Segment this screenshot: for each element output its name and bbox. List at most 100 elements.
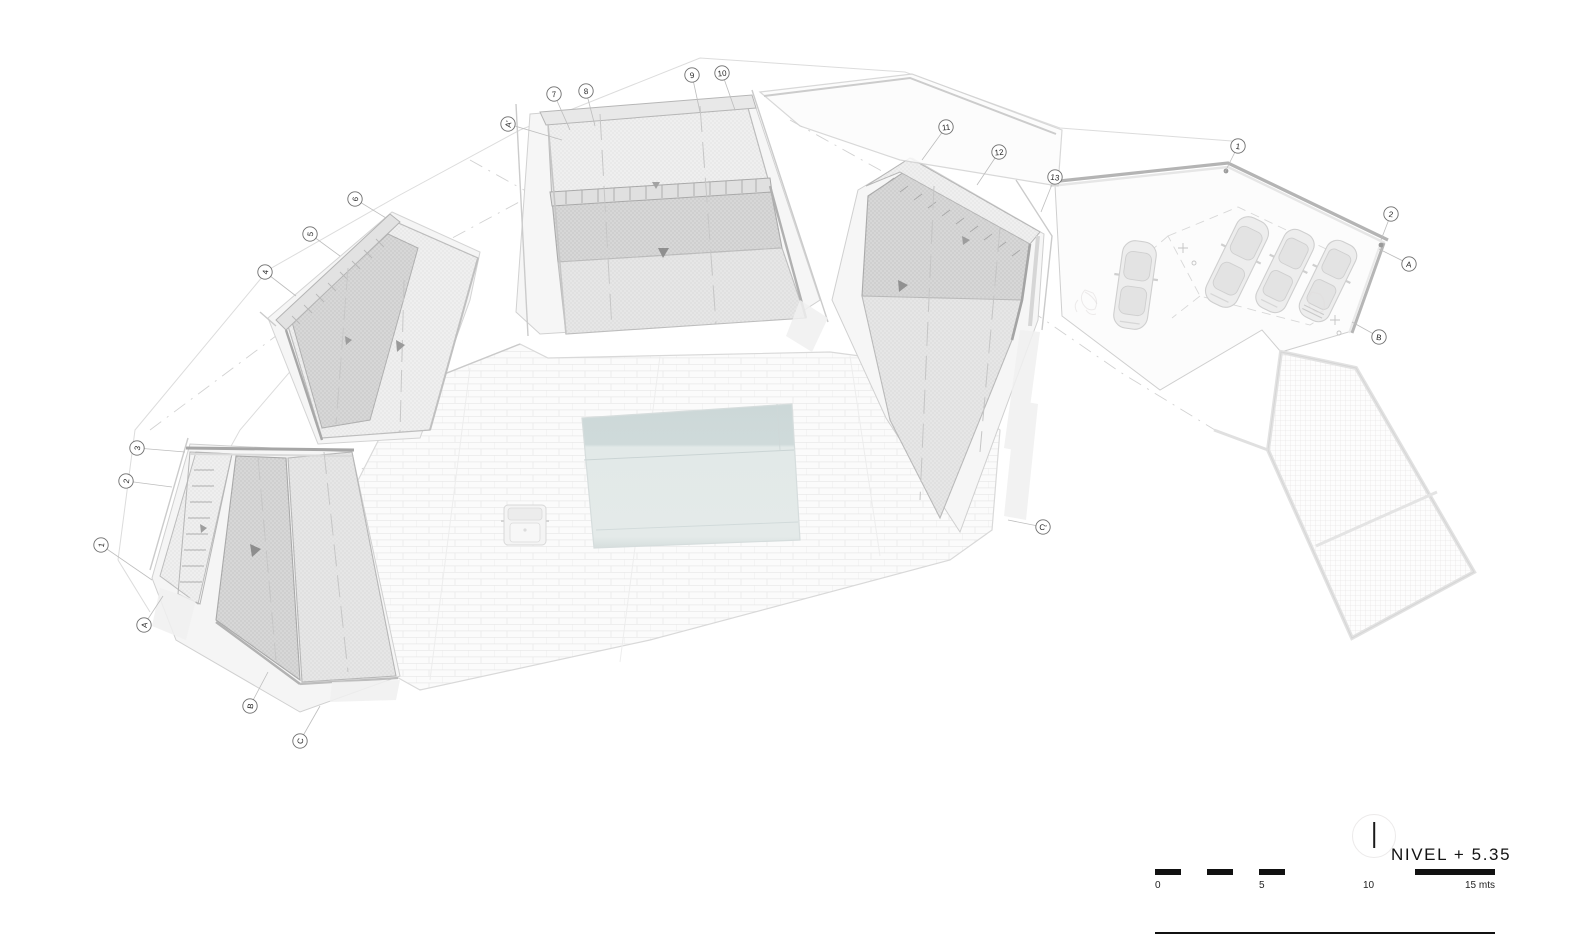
grid-marker-label: A — [140, 621, 150, 628]
grid-marker-label: 13 — [1050, 173, 1061, 183]
grid-marker: C — [292, 705, 321, 749]
scale-segment — [1207, 869, 1233, 875]
roof-nw-wing — [267, 211, 481, 445]
patio-furniture — [501, 504, 549, 546]
grid-marker-label: A — [1406, 260, 1413, 270]
scale-segment — [1259, 869, 1285, 875]
grid-marker-leader — [136, 447, 186, 453]
car — [1113, 240, 1159, 330]
parked-cars — [1074, 216, 1358, 330]
grid-marker: 1 — [93, 537, 153, 581]
roof-sw-wing — [151, 443, 401, 713]
grid-marker-bubble — [1383, 206, 1399, 222]
roof-center-wing — [515, 94, 821, 335]
grid-marker-bubble — [1035, 519, 1051, 535]
grid-marker: 2 — [118, 473, 173, 489]
grid-marker-label: 1 — [97, 542, 107, 548]
grid-marker: C' — [1007, 519, 1051, 535]
grid-marker-bubble — [938, 119, 954, 135]
grid-marker-bubble — [684, 67, 700, 83]
grid-marker-label: B — [246, 703, 256, 710]
roof-overlap-plate — [758, 73, 1063, 187]
grid-marker-label: 7 — [551, 90, 557, 99]
scale-bar-line — [1155, 932, 1495, 935]
parapet-outlines — [149, 89, 1053, 571]
scale-segment — [1415, 869, 1495, 875]
grid-marker: B — [242, 671, 269, 714]
grid-marker-label: 12 — [994, 148, 1004, 158]
grid-marker-label: C — [296, 737, 306, 744]
car — [1298, 239, 1358, 323]
scale-segment — [1155, 869, 1181, 875]
car — [1255, 228, 1315, 314]
grid-marker: 5 — [302, 226, 341, 257]
grid-marker-bubble — [93, 537, 109, 553]
grid-marker-bubble — [1401, 256, 1417, 272]
grid-marker: 13 — [1040, 169, 1063, 213]
grid-marker-bubble — [1371, 329, 1387, 345]
grid-marker-label: 9 — [689, 71, 695, 80]
grid-marker-label: 5 — [306, 231, 316, 237]
grid-marker: 8 — [578, 83, 596, 127]
grid-marker: 12 — [976, 144, 1007, 186]
scale-bar — [1155, 869, 1495, 935]
grid-marker-label: C' — [1039, 523, 1048, 533]
grid-marker-bubble — [257, 264, 273, 280]
grid-marker-label: 2 — [122, 478, 132, 484]
grid-marker-bubble — [136, 617, 152, 633]
grid-marker-bubble — [991, 144, 1007, 160]
grid-marker: 7 — [546, 86, 571, 131]
grid-marker: 6 — [347, 191, 387, 219]
grid-marker-bubble — [578, 83, 594, 99]
grid-marker-bubble — [292, 733, 308, 749]
shadow-plates — [152, 300, 1040, 702]
swimming-pool — [581, 403, 801, 549]
grid-marker-bubble — [500, 116, 516, 132]
hatched-driveway — [1213, 349, 1477, 641]
grid-marker-label: 10 — [717, 69, 727, 79]
grid-marker-bubble — [129, 440, 145, 456]
grid-marker: 10 — [714, 65, 736, 111]
grid-marker-bubble — [302, 226, 318, 242]
grid-marker-label: 8 — [583, 87, 589, 96]
grid-marker-bubble — [714, 65, 730, 81]
grid-marker-label: 6 — [351, 196, 361, 202]
grid-marker-bubble — [347, 191, 363, 207]
grid-marker: A — [136, 595, 164, 633]
north-arrow-icon — [1352, 814, 1396, 858]
scale-tick-label: 5 — [1259, 880, 1265, 891]
level-label: NIVEL + 5.35 — [1391, 845, 1512, 864]
grid-marker: 1 — [1224, 138, 1246, 173]
grid-marker: A' — [500, 116, 563, 141]
grid-marker-label: 11 — [941, 123, 951, 133]
grid-marker-label: 3 — [133, 445, 143, 451]
scale-tick-label: 15 mts — [1465, 880, 1496, 891]
grid-marker-label: 1 — [1235, 142, 1241, 152]
grid-marker-bubble — [242, 698, 258, 714]
grid-marker-bubble — [118, 473, 134, 489]
grid-marker: 4 — [257, 264, 297, 297]
grid-marker-leader — [507, 123, 563, 141]
car — [1204, 216, 1270, 308]
grid-marker-leader — [125, 480, 173, 488]
north-needle — [1373, 822, 1375, 848]
grid-marker: 11 — [921, 119, 954, 161]
grid-marker: 9 — [684, 67, 701, 113]
title-block: NIVEL + 5.35 0 5 10 15 mts — [1155, 812, 1510, 935]
grid-marker-label: B — [1376, 333, 1383, 343]
grid-marker: 3 — [129, 440, 186, 456]
grid-marker-bubble — [1047, 169, 1063, 185]
grid-marker-leader — [100, 544, 153, 581]
grid-marker: A — [1378, 248, 1417, 272]
grid-marker-label: 4 — [261, 269, 271, 275]
grid-marker-label: 2 — [1388, 210, 1394, 220]
scale-tick-label: 0 — [1155, 880, 1161, 891]
grid-marker-bubble — [1230, 138, 1246, 154]
scale-tick-label: 10 — [1363, 880, 1375, 891]
grid-marker-bubble — [546, 86, 562, 102]
grid-marker-label: A' — [504, 120, 514, 129]
roof-ne-wing — [831, 157, 1045, 534]
